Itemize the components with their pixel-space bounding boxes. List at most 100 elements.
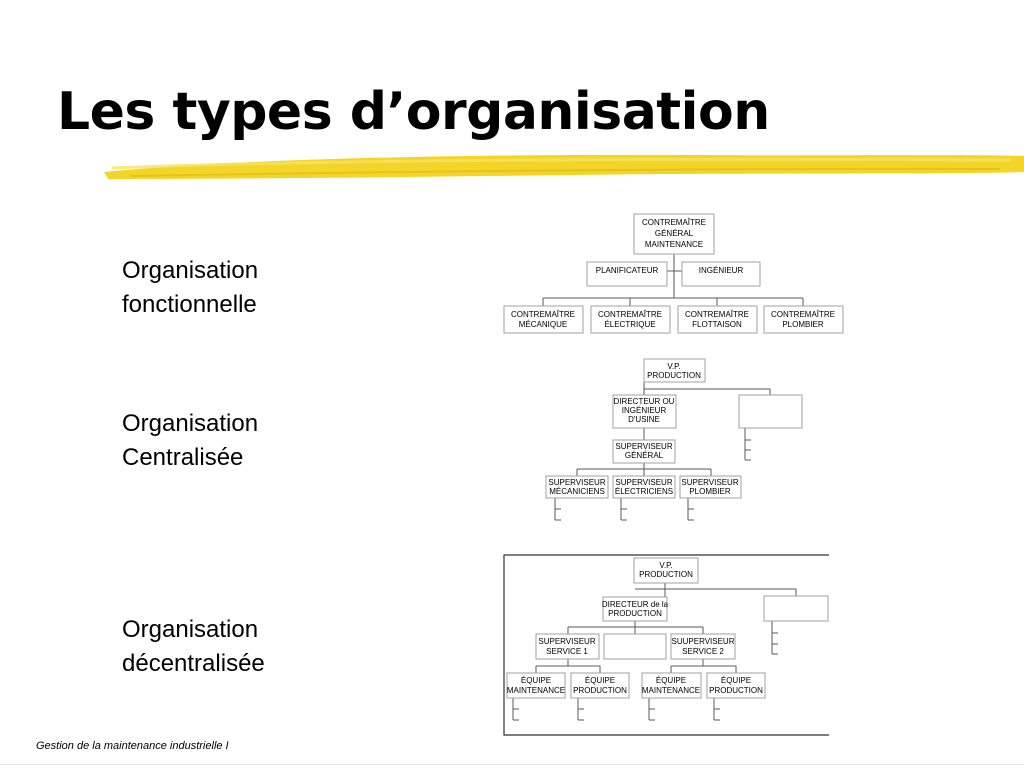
box-text: PRODUCTION bbox=[639, 570, 693, 579]
section-label-fonctionnelle: Organisation fonctionnelle bbox=[122, 254, 258, 322]
connector bbox=[635, 588, 797, 596]
box-text: CONTREMAÎTRE bbox=[511, 310, 575, 319]
box-text: CONTREMAÎTRE bbox=[598, 310, 662, 319]
box-text: ÉQUIPE bbox=[721, 676, 751, 685]
org-box-equipe-production: ÉQUIPE PRODUCTION bbox=[706, 672, 766, 699]
box-text: INGÉNIEUR bbox=[699, 266, 744, 275]
connector bbox=[576, 468, 712, 476]
box-text: GÉNÉRAL bbox=[655, 229, 694, 238]
org-box-empty bbox=[763, 595, 829, 622]
connector bbox=[644, 388, 771, 395]
section-label-line: Organisation bbox=[122, 257, 259, 284]
box-text: MÉCANIQUE bbox=[519, 320, 567, 329]
section-label-line: Centralisée bbox=[122, 444, 244, 471]
slide-title: Les types d’organisation bbox=[57, 82, 770, 142]
box-text: ÉQUIPE bbox=[521, 676, 551, 685]
box-text: DIRECTEUR OU bbox=[614, 397, 675, 406]
box-text: CONTREMAÎTRE bbox=[685, 310, 749, 319]
connector bbox=[648, 698, 655, 721]
box-text: MÉCANICIENS bbox=[549, 487, 605, 496]
org-chart-decentralisee: V.P. PRODUCTION DIRECTEUR de la PRODUCTI… bbox=[503, 554, 829, 736]
connector bbox=[567, 621, 704, 634]
org-chart-centralisee: V.P. PRODUCTION DIRECTEUR OU INGÉNIEUR D… bbox=[545, 358, 803, 521]
box-text: MAINTENANCE bbox=[507, 686, 565, 695]
box-text: MAINTENANCE bbox=[645, 240, 703, 249]
org-box-vp-production: V.P. PRODUCTION bbox=[643, 358, 706, 383]
box-text: PLANIFICATEUR bbox=[596, 266, 659, 275]
org-box-contremaitre-general: CONTREMAÎTRE GÉNÉRAL MAINTENANCE bbox=[633, 213, 715, 255]
connector bbox=[620, 498, 627, 521]
frame-border bbox=[503, 554, 829, 736]
box-text: PRODUCTION bbox=[709, 686, 763, 695]
box-text: SUUPERVISEUR bbox=[672, 637, 735, 646]
org-box-planificateur: PLANIFICATEUR bbox=[586, 261, 668, 287]
box-text: CONTREMAÎTRE bbox=[642, 218, 706, 227]
org-box-contremaitre-electrique: CONTREMAÎTRE ÉLECTRIQUE bbox=[590, 305, 671, 334]
box-text: V.P. bbox=[667, 362, 680, 371]
box-text: V.P. bbox=[659, 561, 672, 570]
org-box-ingenieur: INGÉNIEUR bbox=[681, 261, 761, 287]
org-box-equipe-maintenance: ÉQUIPE MAINTENANCE bbox=[506, 672, 566, 699]
box-text: SUPERVISEUR bbox=[548, 478, 605, 487]
footer-divider bbox=[0, 764, 1024, 765]
box-text: DIRECTEUR de la bbox=[602, 600, 669, 609]
org-box-superviseur-service-2: SUUPERVISEUR SERVICE 2 bbox=[670, 633, 736, 660]
org-box-contremaitre-flottaison: CONTREMAÎTRE FLOTTAISON bbox=[677, 305, 758, 334]
connector bbox=[744, 428, 751, 461]
connector bbox=[771, 621, 778, 655]
box-text: FLOTTAISON bbox=[692, 320, 742, 329]
box-text: ÉQUIPE bbox=[656, 676, 686, 685]
slide-footer: Gestion de la maintenance industrielle I bbox=[36, 740, 229, 752]
box-text: ÉLECTRICIENS bbox=[615, 487, 673, 496]
section-label-decentralisee: Organisation décentralisée bbox=[122, 613, 265, 681]
org-box-superviseur-service-1: SUPERVISEUR SERVICE 1 bbox=[535, 633, 600, 660]
box-text: SERVICE 2 bbox=[682, 647, 724, 656]
box-text: MAINTENANCE bbox=[642, 686, 700, 695]
org-box-contremaitre-plombier: CONTREMAÎTRE PLOMBIER bbox=[763, 305, 844, 334]
section-label-line: Organisation bbox=[122, 616, 259, 643]
box-text: INGÉNIEUR bbox=[622, 406, 667, 415]
org-box-empty bbox=[738, 394, 803, 429]
org-box-superviseur-general: SUPERVISEUR GÉNÉRAL bbox=[612, 439, 676, 464]
box-text: SUPERVISEUR bbox=[615, 442, 672, 451]
org-chart-fonctionnelle: CONTREMAÎTRE GÉNÉRAL MAINTENANCE PLANIFI… bbox=[503, 213, 844, 334]
org-box-superviseur-mecaniciens: SUPERVISEUR MÉCANICIENS bbox=[545, 475, 609, 499]
org-box-directeur-production: DIRECTEUR de la PRODUCTION bbox=[602, 596, 669, 622]
org-box-empty bbox=[603, 633, 667, 660]
box-text: PRODUCTION bbox=[647, 371, 701, 380]
org-box-directeur-usine: DIRECTEUR OU INGÉNIEUR D'USINE bbox=[612, 394, 677, 429]
box-text: PLOMBIER bbox=[782, 320, 824, 329]
connector bbox=[713, 698, 720, 721]
title-highlight-stroke bbox=[104, 154, 1024, 179]
org-box-vp-production: V.P. PRODUCTION bbox=[633, 557, 699, 584]
org-box-contremaitre-mecanique: CONTREMAÎTRE MÉCANIQUE bbox=[503, 305, 584, 334]
section-label-line: fonctionnelle bbox=[122, 291, 257, 318]
box-text: SERVICE 1 bbox=[546, 647, 588, 656]
box-text: PRODUCTION bbox=[573, 686, 627, 695]
connector bbox=[687, 498, 694, 521]
org-box-superviseur-electriciens: SUPERVISEUR ÉLECTRICIENS bbox=[612, 475, 676, 499]
box-text: D'USINE bbox=[628, 415, 660, 424]
box-text: SUPERVISEUR bbox=[615, 478, 672, 487]
section-label-line: Organisation bbox=[122, 410, 259, 437]
box-text: PLOMBIER bbox=[689, 487, 731, 496]
connector bbox=[512, 698, 519, 721]
connector bbox=[554, 498, 561, 521]
org-box-equipe-production: ÉQUIPE PRODUCTION bbox=[570, 672, 630, 699]
box-text: GÉNÉRAL bbox=[625, 451, 664, 460]
box-text: SUPERVISEUR bbox=[681, 478, 738, 487]
connector bbox=[535, 659, 601, 673]
connector bbox=[670, 659, 737, 673]
box-text: SUPERVISEUR bbox=[538, 637, 595, 646]
section-label-centralisee: Organisation Centralisée bbox=[122, 407, 258, 475]
box-text: ÉQUIPE bbox=[585, 676, 615, 685]
org-box-superviseur-plombier: SUPERVISEUR PLOMBIER bbox=[679, 475, 742, 499]
section-label-line: décentralisée bbox=[122, 650, 265, 677]
box-text: CONTREMAÎTRE bbox=[771, 310, 835, 319]
connector bbox=[542, 298, 804, 306]
org-box-equipe-maintenance: ÉQUIPE MAINTENANCE bbox=[641, 672, 702, 699]
box-text: PRODUCTION bbox=[608, 609, 662, 618]
box-text: ÉLECTRIQUE bbox=[604, 320, 655, 329]
connector bbox=[577, 698, 584, 721]
